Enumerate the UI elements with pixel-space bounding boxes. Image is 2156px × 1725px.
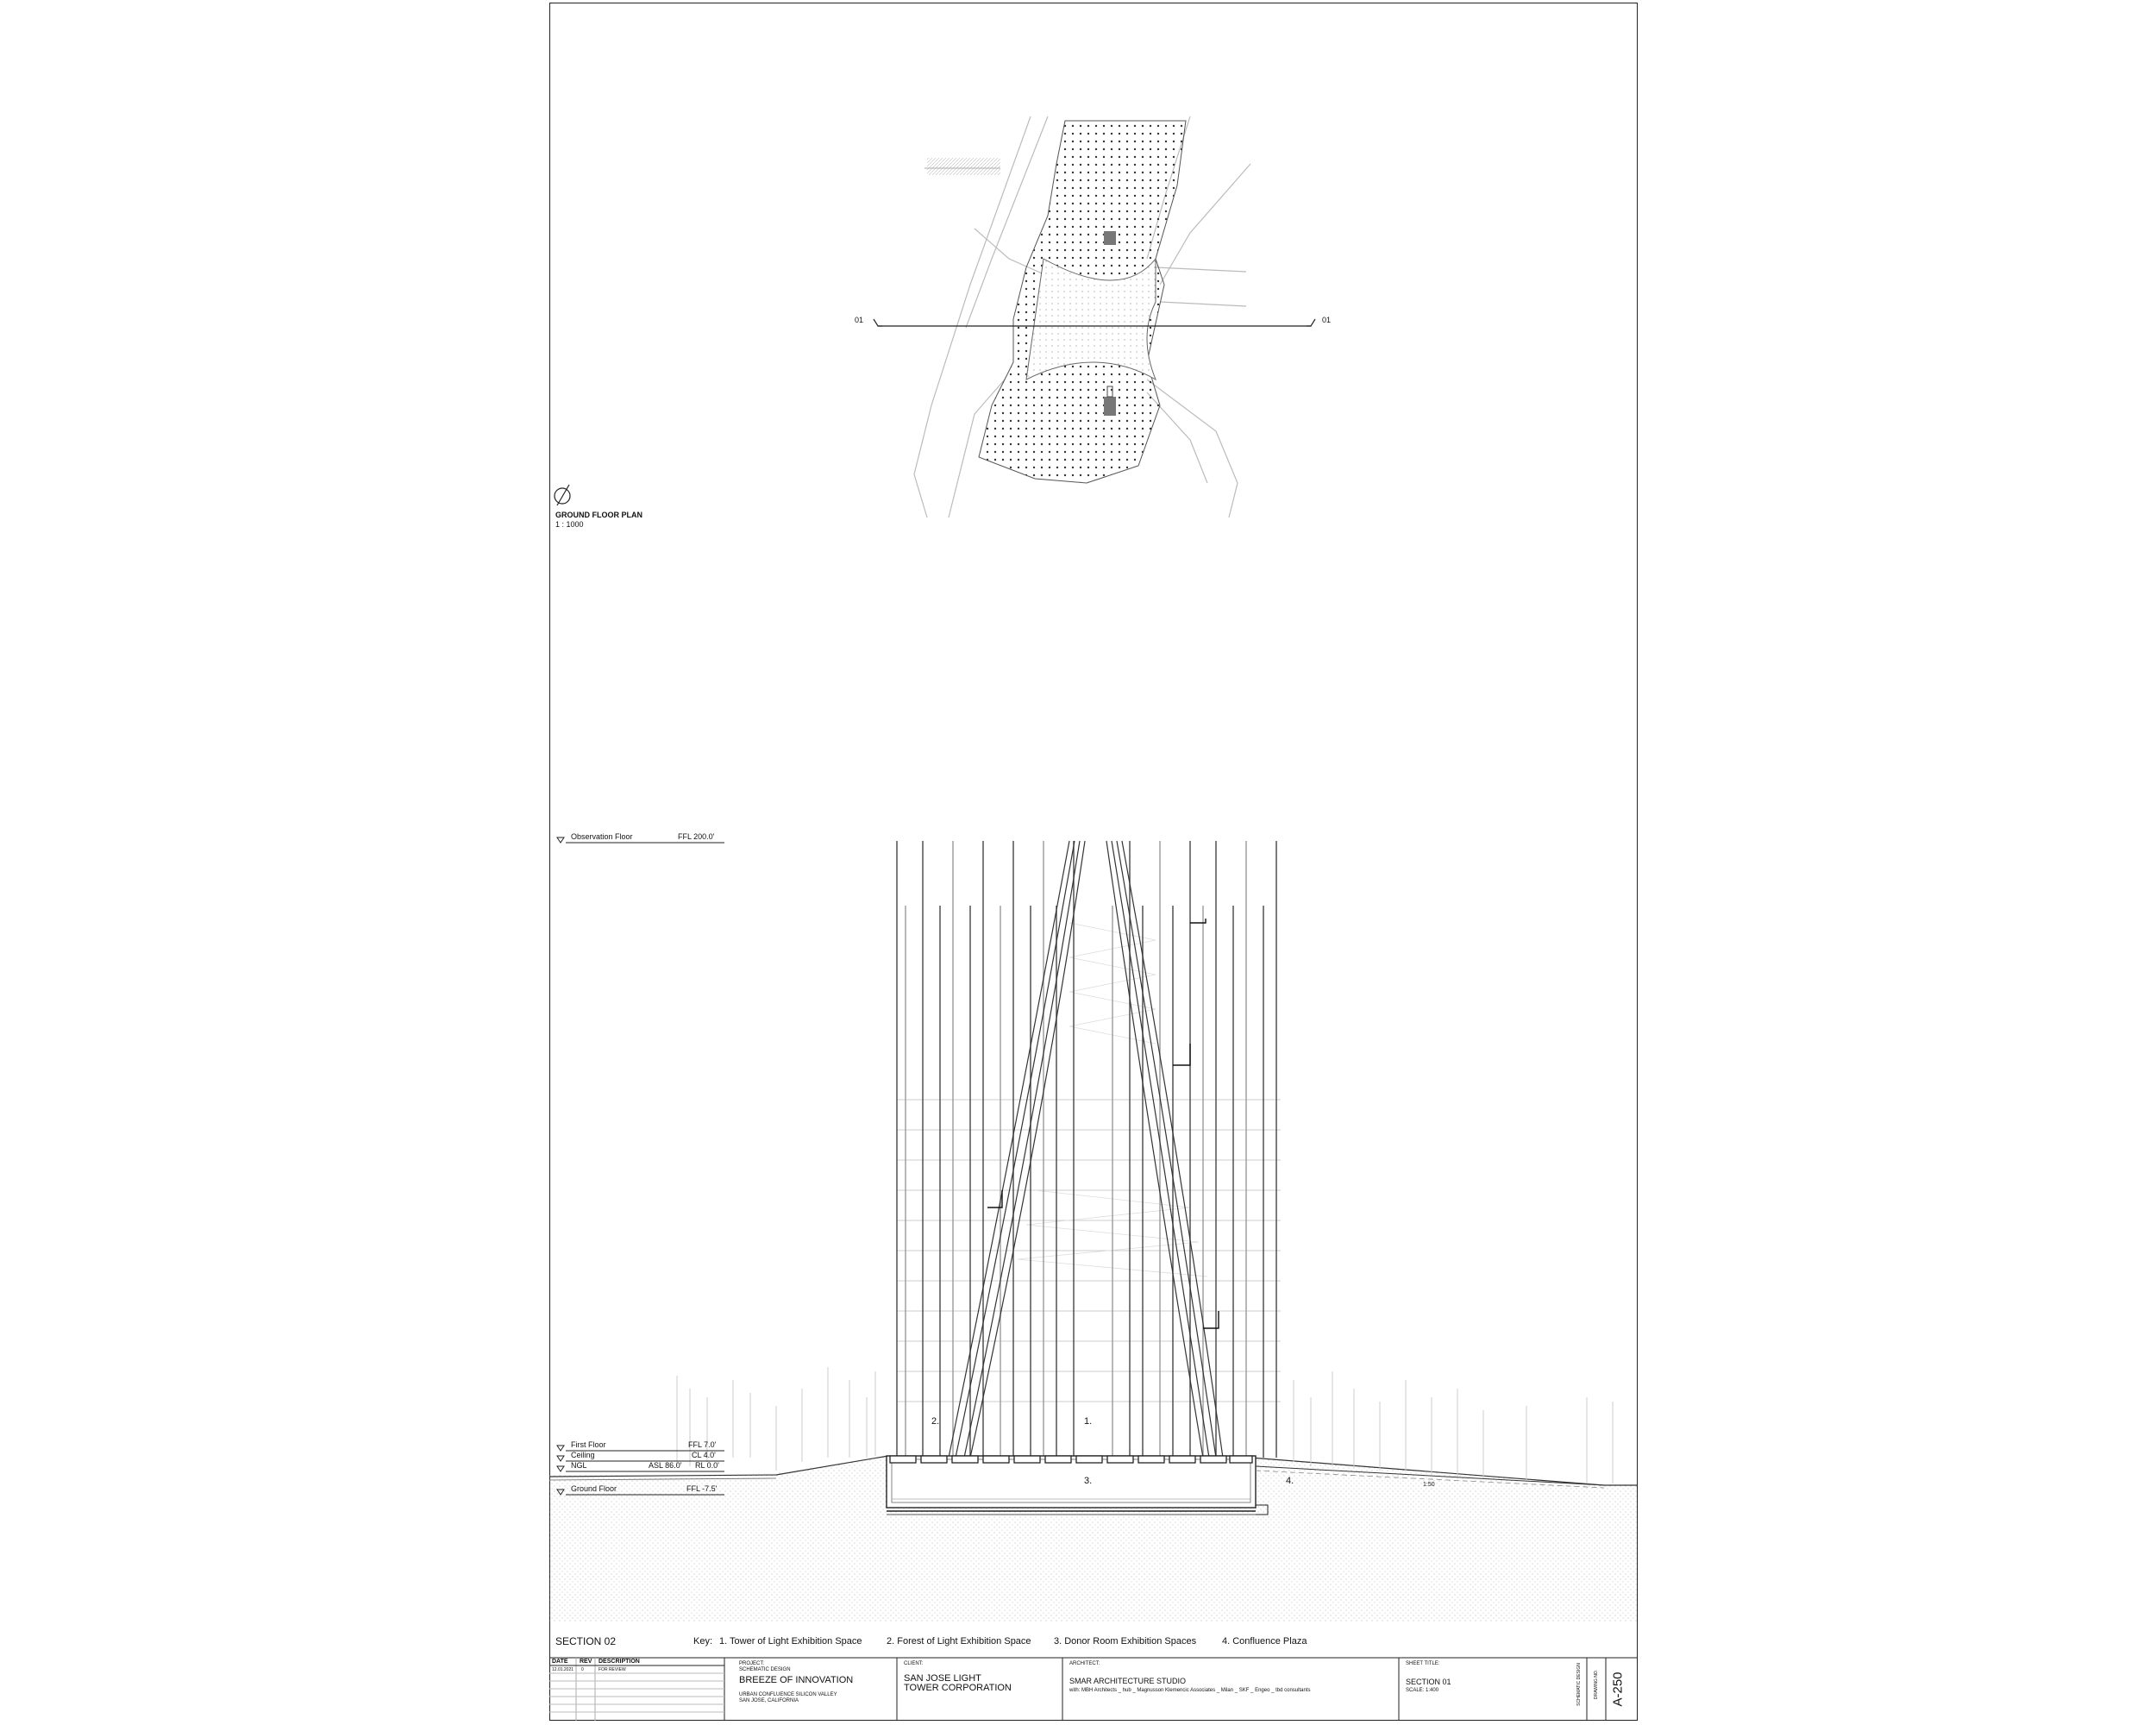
level-ceiling-value: CL 4.0' [692,1451,716,1459]
section-ground [549,1456,1637,1622]
plan-tower-south [1104,397,1116,416]
level-ngl-asl: ASL 86.0' [649,1461,682,1470]
stage-label: SCHEMATIC DESIGN [1576,1663,1582,1706]
rev-header-date: DATE [552,1659,568,1665]
plan-section-marker-left: 01 [855,316,864,324]
level-ground-floor-name: Ground Floor [571,1484,617,1493]
plan-streets [913,116,1251,518]
section-slope-label: 1:50 [1423,1482,1435,1488]
rev-row-rev: 0 [581,1667,584,1672]
level-observation-name: Observation Floor [571,832,633,841]
level-observation-value: FFL 200.0' [678,832,715,841]
drawing-sheet-border [549,3,1638,1721]
level-ceiling-name: Ceiling [571,1451,595,1459]
title-block-grid [549,1657,1637,1721]
architect-label: ARCHITECT: [1069,1661,1100,1666]
plan-tower-north [1104,231,1116,245]
section-vertical-rods [896,841,1277,1458]
key-item-3: 3. Donor Room Exhibition Spaces [1054,1636,1197,1647]
north-arrow-icon [554,484,571,506]
sheet-title: SECTION 01 [1406,1678,1451,1686]
level-ground-floor-value: FFL -7.5' [686,1484,718,1493]
rev-header-rev: REV [580,1659,592,1665]
key-item-4: 4. Confluence Plaza [1222,1636,1307,1647]
architect-collaborators: with: MBH Architects _ hub _ Magnusson K… [1069,1688,1311,1693]
client-line-2: TOWER CORPORATION [904,1683,1012,1693]
level-first-floor-value: FFL 7.0' [688,1440,717,1449]
section-background-trees [676,1367,1614,1484]
section-label-2: 2. [931,1416,940,1427]
plan-hatched-area [927,158,1000,175]
plan-section-marker-right: 01 [1322,316,1332,324]
rev-row-description: FOR REVIEW [599,1667,626,1672]
section-curved-blades [948,840,1224,1458]
level-first-floor-name: First Floor [571,1440,606,1449]
sheet-title-label: SHEET TITLE: [1406,1661,1440,1666]
section-title: SECTION 02 [555,1635,617,1647]
project-phase: SCHEMATIC DESIGN [739,1667,791,1672]
project-line-2: SAN JOSE, CALIFORNIA [739,1698,799,1703]
level-ngl-value: RL 0.0' [695,1461,719,1470]
section-plaza-ramp [1255,1470,1605,1489]
project-line-1: URBAN CONFLUENCE SILICON VALLEY [739,1692,837,1697]
key-label: Key: [693,1636,713,1647]
section-skylights [889,1455,1253,1464]
key-item-2: 2. Forest of Light Exhibition Space [887,1636,1031,1647]
section-label-3: 3. [1084,1476,1093,1486]
rev-header-description: DESCRIPTION [599,1659,640,1665]
client-line-1: SAN JOSE LIGHT [904,1673,981,1684]
plan-title: GROUND FLOOR PLAN [555,511,642,519]
sheet-scale: SCALE: 1:400 [1406,1688,1439,1693]
section-level-markers [556,837,724,1496]
project-label: PROJECT: [739,1661,765,1666]
drawing-no-label: DRAWING NO. [1594,1669,1600,1700]
section-label-4: 4. [1286,1476,1294,1486]
drawing-number: A-250 [1610,1672,1626,1707]
section-label-1: 1. [1084,1416,1093,1427]
section-tower-floor-lines [897,1099,1281,1402]
architect-name: SMAR ARCHITECTURE STUDIO [1069,1677,1187,1685]
client-label: CLIENT: [904,1661,924,1666]
project-name: BREEZE OF INNOVATION [739,1675,854,1685]
rev-row-date: 12.01.2021 [552,1667,574,1672]
key-item-1: 1. Tower of Light Exhibition Space [719,1636,862,1647]
section-basement [886,1455,1257,1515]
level-ngl-name: NGL [571,1461,587,1470]
plan-scale: 1 : 1000 [555,520,584,529]
